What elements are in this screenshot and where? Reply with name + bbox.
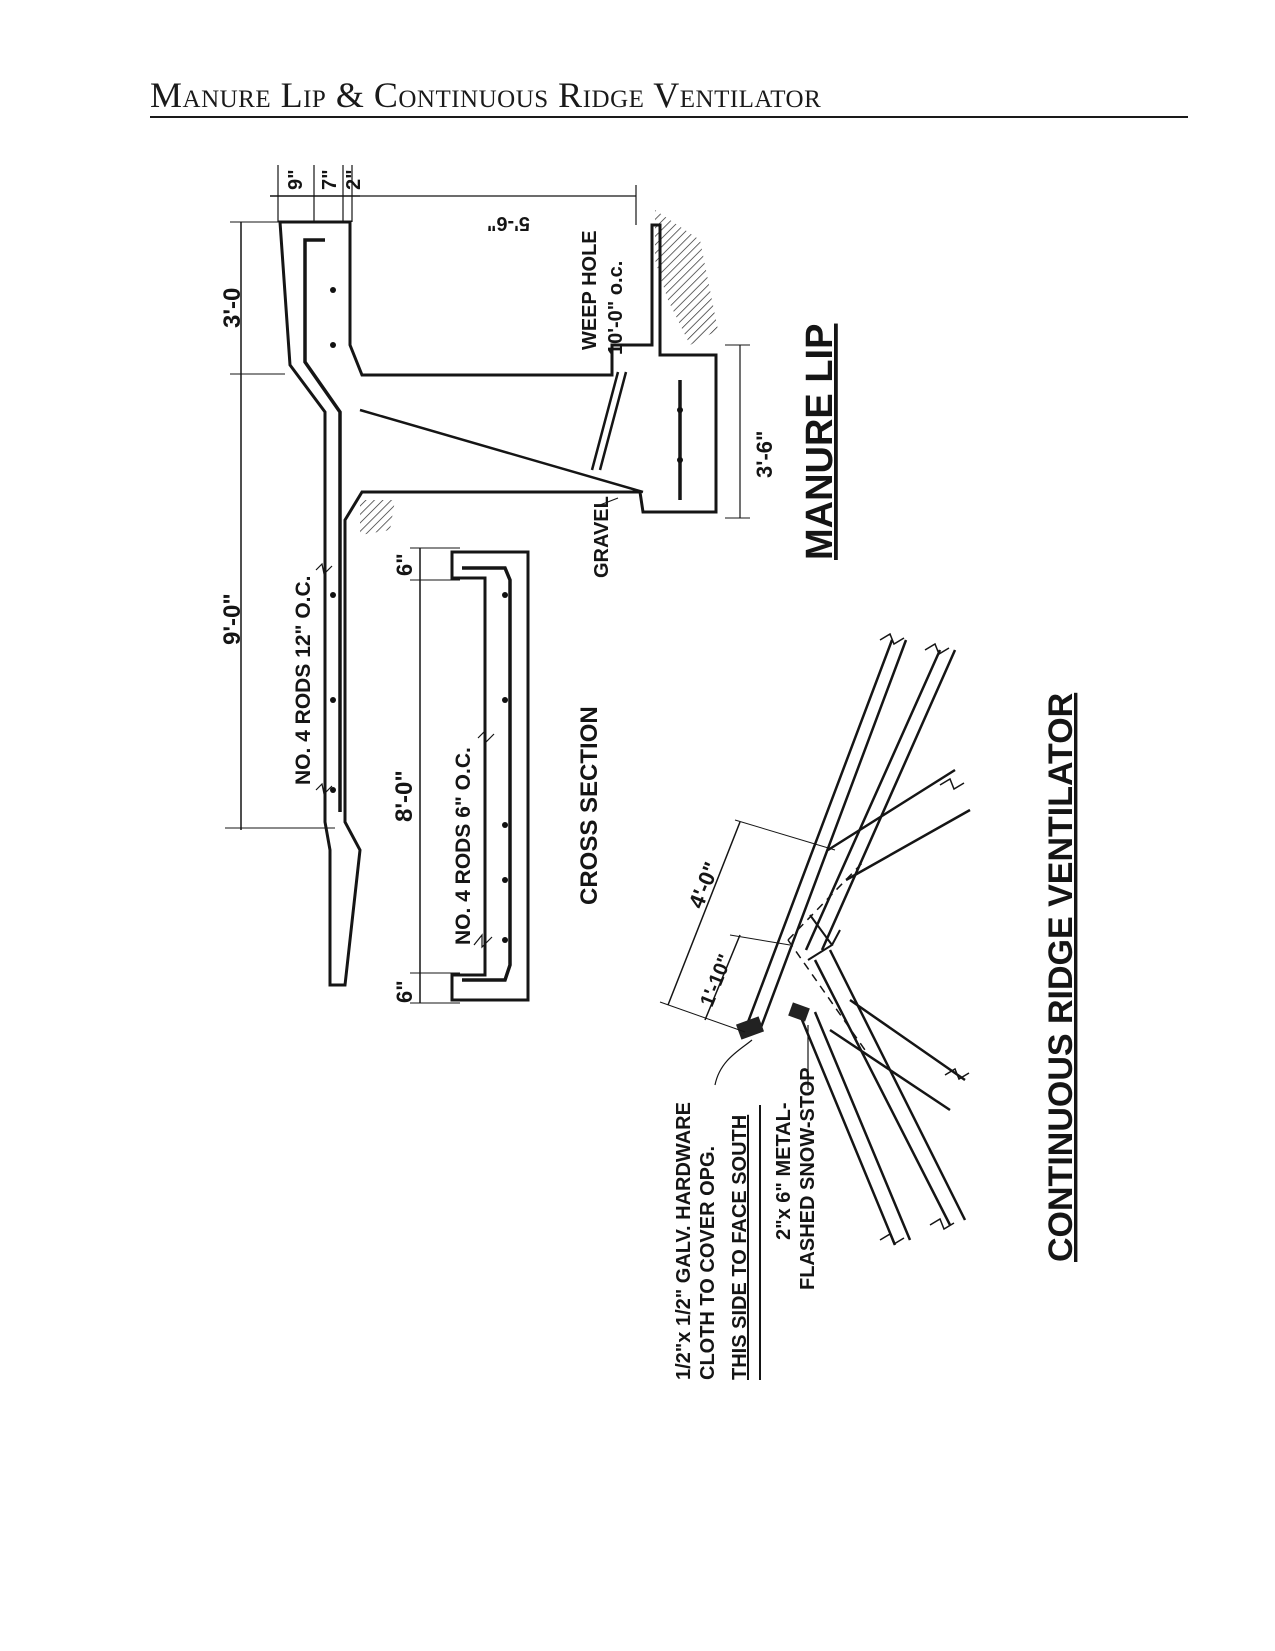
snowstop-line2: FLASHED SNOW-STOP (797, 1067, 819, 1290)
snowstop-line1: 2"x 6" METAL- (773, 1103, 795, 1241)
dim-9-0: 9'-0" (219, 593, 246, 645)
ridge-ventilator-heading: CONTINUOUS RIDGE VENTILATOR (1042, 693, 1080, 1262)
title-rule (150, 116, 1188, 118)
dim-5-6: 5'-6" (487, 212, 530, 234)
page-title: Manure Lip & Continuous Ridge Ventilator (150, 75, 822, 115)
weep-hole-label: WEEP HOLE (579, 230, 601, 350)
soil-hatch-right (655, 210, 718, 345)
dim-7in: 7" (319, 169, 341, 190)
rods-6-label: NO. 4 RODS 6" O.C. (452, 747, 475, 945)
dim-3-0: 3'-0 (219, 288, 246, 328)
ridge-ventilator-drawing: 4'-0" 1'-10" 1/2"x 1/2" GALV. HARDWARE C… (659, 632, 1080, 1380)
dim-2in: 2" (343, 169, 365, 190)
cross-section-slab (450, 550, 530, 1002)
rods-12-label: NO. 4 RODS 12" O.C. (292, 575, 315, 785)
dim-4-0: 4'-0" (683, 858, 724, 911)
cs-dim-bottom: 6" (392, 980, 417, 1003)
soil-hatch-left (360, 500, 395, 535)
gravel-label: GRAVEL (591, 496, 613, 578)
dim-9in: 9" (285, 169, 307, 190)
weep-spacing-label: 10'-0" o.c. (605, 261, 627, 355)
dim-1-10: 1'-10" (696, 951, 737, 1010)
hardware-cloth-line1: 1/2"x 1/2" GALV. HARDWARE (673, 1102, 695, 1380)
manure-lip-drawing: 9" 7" 2" 3'-0 9'-0" 5'-6" 3'-6" (219, 165, 841, 987)
face-south-label: THIS SIDE TO FACE SOUTH (729, 1115, 751, 1380)
hardware-cloth-line2: CLOTH TO COVER OPG. (697, 1146, 719, 1380)
cs-dim-mid: 8'-0" (391, 770, 418, 822)
manure-lip-heading: MANURE LIP (799, 324, 841, 560)
cross-section-drawing: 6" 8'-0" 6" NO. 4 RODS 6" O.C. CROSS SEC… (391, 547, 603, 1004)
cross-section-heading: CROSS SECTION (576, 706, 603, 905)
roof-board-upper-outer (743, 639, 908, 1031)
lip-concrete-slab (278, 220, 718, 987)
dim-3-6: 3'-6" (752, 431, 777, 478)
cs-dim-top: 6" (392, 553, 417, 576)
roof-board-upper-inner (804, 649, 957, 951)
